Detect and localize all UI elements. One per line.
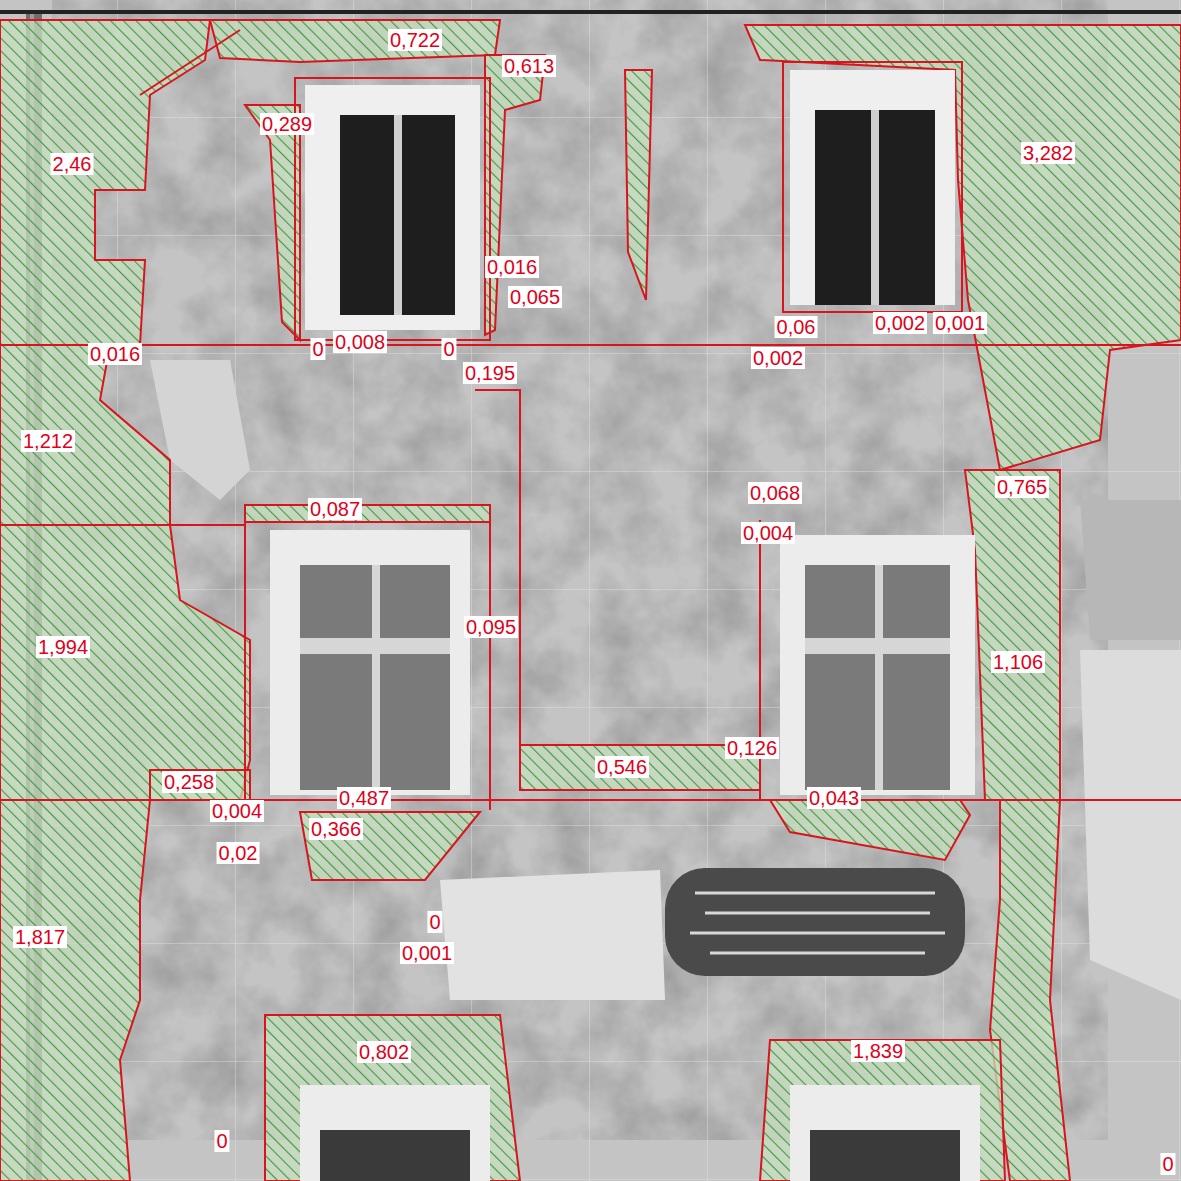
area-value: 0 <box>310 338 325 360</box>
area-value: 0,487 <box>337 787 391 809</box>
area-value: 0 <box>427 911 442 933</box>
area-value: 0,002 <box>751 347 805 369</box>
area-value: 0,06 <box>775 316 818 338</box>
area-value: 0,002 <box>873 312 927 334</box>
area-value: 1,817 <box>13 926 67 948</box>
area-value: 0,001 <box>933 312 987 334</box>
area-value: 0,004 <box>741 522 795 544</box>
area-value: 1,994 <box>36 636 90 658</box>
area-value: 0,02 <box>217 842 260 864</box>
area-value: 0,546 <box>595 756 649 778</box>
area-value: 0 <box>441 338 456 360</box>
area-value: 0,195 <box>463 362 517 384</box>
area-value: 0,016 <box>485 256 539 278</box>
area-value: 0,765 <box>995 476 1049 498</box>
area-value: 0 <box>1160 1153 1175 1175</box>
area-value: 0,289 <box>260 113 314 135</box>
area-value: 1,106 <box>991 651 1045 673</box>
area-value: 2,46 <box>51 153 94 175</box>
area-value: 0,802 <box>357 1041 411 1063</box>
area-value: 0,126 <box>725 737 779 759</box>
area-value: 0,366 <box>309 818 363 840</box>
area-value: 0,722 <box>388 29 442 51</box>
area-value: 1,212 <box>21 430 75 452</box>
area-value: 0,008 <box>333 331 387 353</box>
area-value: 0,043 <box>807 787 861 809</box>
area-value: 0,258 <box>162 771 216 793</box>
area-value: 3,282 <box>1021 142 1075 164</box>
area-value: 0,613 <box>502 55 556 77</box>
area-value: 0,016 <box>88 343 142 365</box>
area-value: 0,001 <box>400 942 454 964</box>
area-value: 1,839 <box>851 1040 905 1062</box>
area-value: 0,004 <box>210 800 264 822</box>
area-value: 0,068 <box>748 482 802 504</box>
area-value: 0,095 <box>464 616 518 638</box>
area-value: 0,087 <box>308 498 362 520</box>
area-value: 0 <box>214 1130 229 1152</box>
area-value: 0,065 <box>508 286 562 308</box>
